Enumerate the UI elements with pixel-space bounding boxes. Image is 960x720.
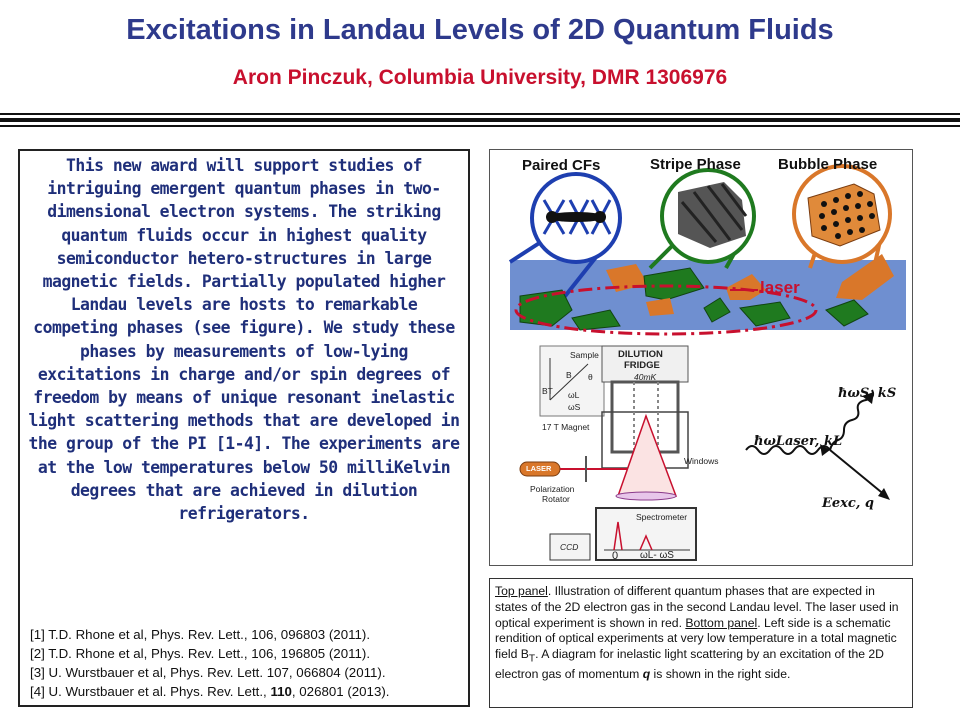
figure-panel: Paired CFs Stripe Phase Bubble Phase las… (489, 149, 913, 566)
bubble-domain (726, 274, 766, 300)
label-dilution: DILUTION (618, 349, 663, 360)
page-title: Excitations in Landau Levels of 2D Quant… (126, 14, 834, 46)
stripe-domain (825, 299, 869, 327)
reference-volume: 110 (270, 684, 292, 699)
label-stripe-phase: Stripe Phase (650, 156, 741, 173)
reference-3: [3] U. Wurstbauer et al, Phys. Rev. Lett… (30, 663, 466, 682)
caption-bottom-text: . A diagram for inelastic light scatteri… (495, 647, 884, 682)
label-polarization: Polarization (530, 484, 575, 494)
excitation-line (829, 449, 887, 497)
incident-photon (745, 445, 831, 455)
divider-top (0, 113, 960, 115)
stripe-domain (643, 267, 705, 301)
bubble-dots (819, 191, 875, 239)
divider-middle (0, 118, 960, 122)
spectrometer (595, 507, 697, 561)
label-paired-cfs: Paired CFs (522, 157, 601, 174)
label-temperature: 40mK (634, 372, 657, 382)
laser-path (514, 284, 818, 336)
excitation-arrow (878, 488, 890, 500)
figure-caption: Top panel. Illustration of different qua… (489, 578, 913, 708)
spectrum-trace (613, 521, 653, 551)
label-sample: Sample (570, 350, 599, 360)
label-laser-source: LASER (526, 464, 552, 473)
caption-bottom-label: Bottom panel (685, 615, 758, 630)
paired-cf-dot (594, 211, 606, 223)
label-rotator: Rotator (542, 494, 570, 504)
label-windows: Windows (684, 456, 719, 466)
caption-bottom-text: . Left side is a schematic rendition of … (495, 615, 897, 662)
label-bt: BT (542, 386, 553, 396)
bubble-domain (836, 254, 894, 300)
scattered-photon (829, 389, 875, 451)
stripe-domain (571, 309, 621, 331)
lens (615, 491, 677, 501)
caption-subscript: T (528, 653, 536, 665)
field-vector (549, 363, 589, 401)
label-spectrometer: Spectrometer (636, 512, 688, 522)
fridge-header (601, 345, 689, 383)
reference-text: [3] U. Wurstbauer et al, Phys. Rev. Lett… (30, 665, 386, 680)
caption-top-text: . Illustration of different quantum phas… (495, 584, 899, 630)
label-b: B (566, 370, 572, 380)
caption-top-label: Top panel (495, 584, 548, 598)
reference-text: [2] T.D. Rhone et al, Phys. Rev. Lett., … (30, 646, 371, 661)
scattered-arrow (862, 392, 874, 404)
reference-text: , 026801 (2013). (291, 684, 390, 699)
label-zero: 0 (612, 550, 619, 562)
label-fridge: FRIDGE (624, 360, 660, 371)
page-subtitle: Aron Pinczuk, Columbia University, DMR 1… (232, 66, 728, 89)
paired-cf-dot (546, 211, 558, 223)
label-raman-shift: ωL- ωS (640, 550, 674, 561)
label-laser: laser (760, 278, 800, 297)
label-theta: θ (588, 372, 593, 382)
label-omega-s: ωS (568, 402, 581, 412)
reference-4: [4] U. Wurstbauer et al. Phys. Rev. Lett… (30, 682, 466, 701)
paired-cf-bond (546, 212, 606, 222)
label-ccd: CCD (560, 542, 579, 552)
bubble-domain (646, 298, 674, 316)
reference-text: [4] U. Wurstbauer et al. Phys. Rev. Lett… (30, 684, 271, 699)
scattered-beam (616, 413, 678, 497)
ccd-box (549, 533, 591, 561)
label-excitation: Eexc, q (822, 496, 874, 511)
caption-momentum: q (642, 667, 651, 682)
caption-bottom-text: is shown in the right side. (650, 667, 791, 682)
label-omega-l: ωL (568, 390, 580, 400)
references: [1] T.D. Rhone et al, Phys. Rev. Lett., … (30, 625, 466, 701)
label-incident-photon: ħωLaser, kL (754, 434, 843, 449)
text-panel: This new award will support studies of i… (18, 149, 470, 707)
stripe-domain (739, 301, 791, 327)
reference-text: [1] T.D. Rhone et al, Phys. Rev. Lett., … (30, 627, 371, 642)
divider-bottom (0, 125, 960, 127)
stripe-domain (703, 297, 731, 323)
label-scattered-photon: ħωS, kS (838, 386, 897, 401)
reference-2: [2] T.D. Rhone et al, Phys. Rev. Lett., … (30, 644, 466, 663)
label-magnet: 17 T Magnet (542, 422, 590, 432)
figure-illustration (508, 164, 906, 561)
stripe-lines (680, 183, 748, 243)
incident-arrow (820, 444, 830, 456)
body-text: This new award will support studies of i… (28, 156, 460, 524)
reference-1: [1] T.D. Rhone et al, Phys. Rev. Lett., … (30, 625, 466, 644)
label-bubble-phase: Bubble Phase (778, 156, 878, 173)
